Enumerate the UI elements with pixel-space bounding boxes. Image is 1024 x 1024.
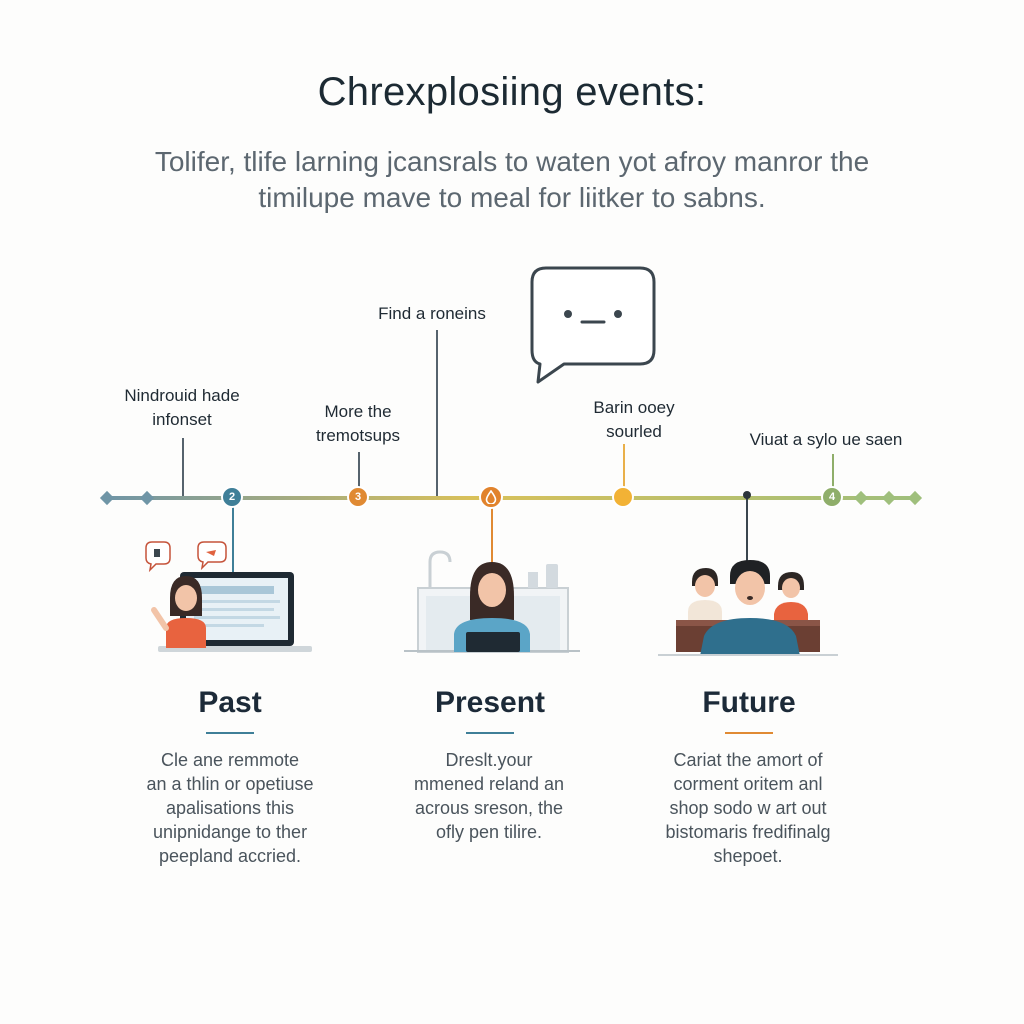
callout-stem bbox=[832, 454, 834, 488]
timeline-marker-4[interactable] bbox=[612, 486, 634, 508]
section-underline bbox=[466, 732, 514, 734]
callout-5: Viuat a sylo ue saen bbox=[749, 430, 903, 449]
callout-stem bbox=[436, 330, 438, 496]
present-illustration bbox=[404, 550, 580, 653]
section-desc-past: Cle ane remmote an a thlin or opetiuse a… bbox=[146, 750, 314, 866]
timeline-dot bbox=[743, 491, 751, 499]
timeline-marker-2[interactable]: 2 bbox=[221, 486, 243, 508]
callout-stem bbox=[358, 452, 360, 488]
drop-icon bbox=[485, 490, 497, 504]
timeline-marker-present[interactable] bbox=[479, 485, 503, 509]
speech-bubble-icon bbox=[530, 266, 656, 384]
section-heading-future: Future bbox=[702, 686, 796, 719]
subtitle-line-1: Tolifer, tlife larning jcansrals to wate… bbox=[154, 146, 870, 177]
section-desc-present: Dreslt.your mmened reland an acrous sres… bbox=[413, 750, 565, 842]
section-underline bbox=[206, 732, 254, 734]
marker-stem bbox=[491, 508, 493, 564]
timeline-marker-3[interactable]: 3 bbox=[347, 486, 369, 508]
past-illustration bbox=[145, 541, 312, 652]
subtitle-line-2: timilupe mave to meal for liitker to sab… bbox=[258, 182, 766, 213]
section-heading-present: Present bbox=[434, 686, 546, 719]
section-heading-past: Past bbox=[198, 686, 262, 719]
marker-stem bbox=[232, 506, 234, 572]
marker-stem bbox=[746, 498, 748, 564]
future-illustration bbox=[658, 560, 838, 656]
callout-stem bbox=[182, 438, 184, 496]
section-underline bbox=[725, 732, 773, 734]
timeline-axis bbox=[106, 496, 918, 500]
section-desc-future: Cariat the amort of corment oritem anl s… bbox=[665, 750, 831, 866]
callout-3: Find a roneins bbox=[378, 304, 486, 323]
callout-stem bbox=[623, 444, 625, 488]
timeline-marker-future[interactable]: 4 bbox=[821, 486, 843, 508]
page-title: Chrexplosiing events: bbox=[317, 70, 707, 114]
